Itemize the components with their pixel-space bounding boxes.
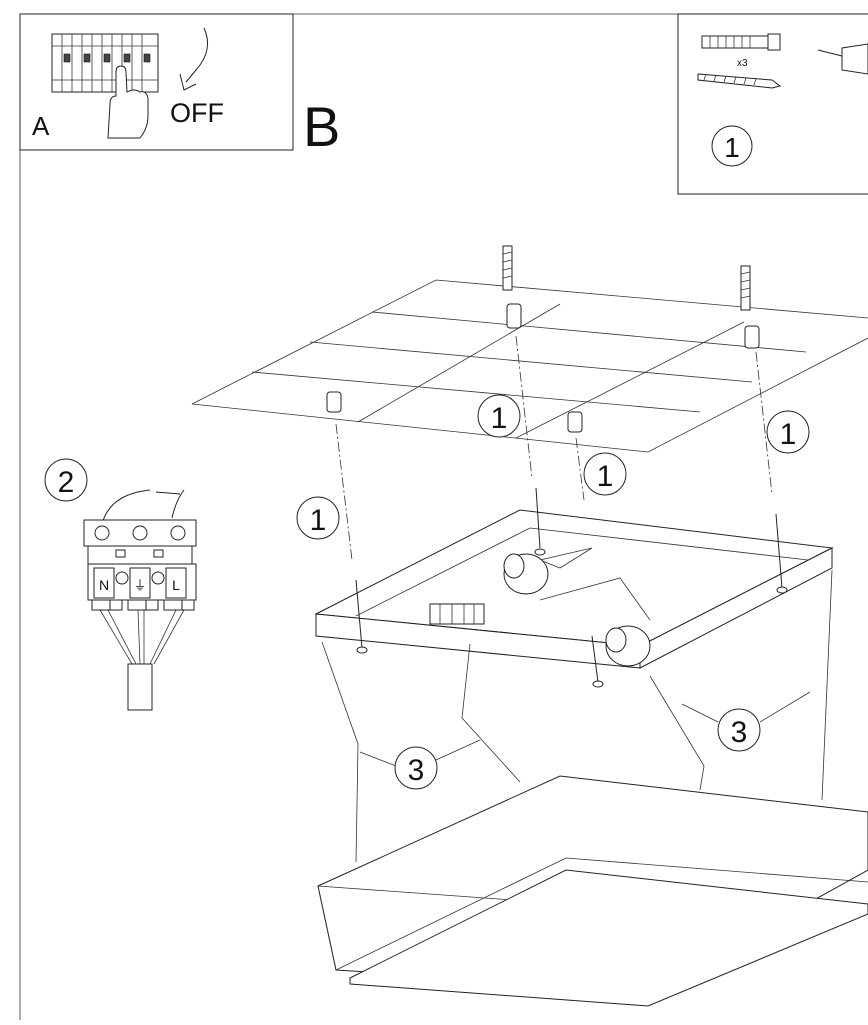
wall-anchor (567, 411, 583, 433)
hand-icon (107, 65, 149, 139)
ceiling-plane (191, 279, 868, 453)
mounting-frame (314, 487, 834, 688)
parts-quantity: x3 (737, 58, 748, 69)
wall-anchor (326, 391, 342, 413)
terminal-label-earth: ⏚ (133, 578, 146, 593)
svg-text:1: 1 (780, 418, 797, 451)
supply-wires (99, 609, 185, 665)
wall-anchor (506, 303, 522, 329)
alignment-lines (335, 335, 773, 561)
panel-b-letter: B (303, 95, 340, 158)
parts-box: x3 1 (677, 13, 868, 195)
terminal-label-n: N (99, 577, 109, 593)
svg-text:3: 3 (408, 754, 425, 787)
step-marker-wiring: 2 (44, 458, 88, 502)
panel-a-letter: A (32, 111, 50, 141)
lamp-diffuser (349, 869, 868, 1007)
off-label: OFF (170, 98, 224, 128)
arrow-down-icon (179, 27, 209, 91)
drill-icon (817, 43, 868, 75)
circuit-breaker-icon (51, 33, 159, 93)
frame-screws (355, 487, 788, 688)
wall-plug-icon (701, 33, 781, 51)
step-marker-anchor-center: 1 (477, 394, 521, 438)
lamp-body (317, 775, 868, 1007)
wall-anchor-group (326, 303, 760, 433)
step-marker-anchor-right: 1 (766, 410, 810, 454)
step-marker-anchor-center-lower: 1 (583, 452, 627, 496)
supply-cable (127, 663, 153, 711)
parts-step-marker-circle (711, 125, 753, 167)
ceiling-screw-right-rear (740, 265, 751, 311)
terminal-block: N ⏚ L (83, 519, 197, 611)
step-marker-cable-left: 3 (359, 739, 481, 790)
terminal-label-l: L (172, 577, 180, 593)
terminal-block-small (429, 603, 485, 625)
svg-text:1: 1 (597, 460, 614, 493)
wiring-detail: 2 N ⏚ L (44, 458, 197, 711)
svg-text:3: 3 (731, 716, 748, 749)
jumper-wire (101, 489, 185, 525)
cable-clamp-left (503, 553, 549, 595)
svg-text:1: 1 (310, 504, 327, 537)
ceiling-screw-left-rear (502, 245, 513, 291)
panel-a-power-off: A OFF (19, 13, 294, 151)
svg-text:1: 1 (491, 402, 508, 435)
step-marker-anchor-left: 1 (296, 496, 340, 540)
screw-icon (697, 73, 782, 89)
cable-clamp-right (605, 625, 651, 667)
supply-cables (321, 569, 833, 863)
parts-step-marker: 1 (724, 132, 740, 163)
wall-anchor (744, 325, 760, 349)
svg-text:2: 2 (58, 466, 75, 499)
step-marker-cable-right: 3 (681, 691, 811, 752)
